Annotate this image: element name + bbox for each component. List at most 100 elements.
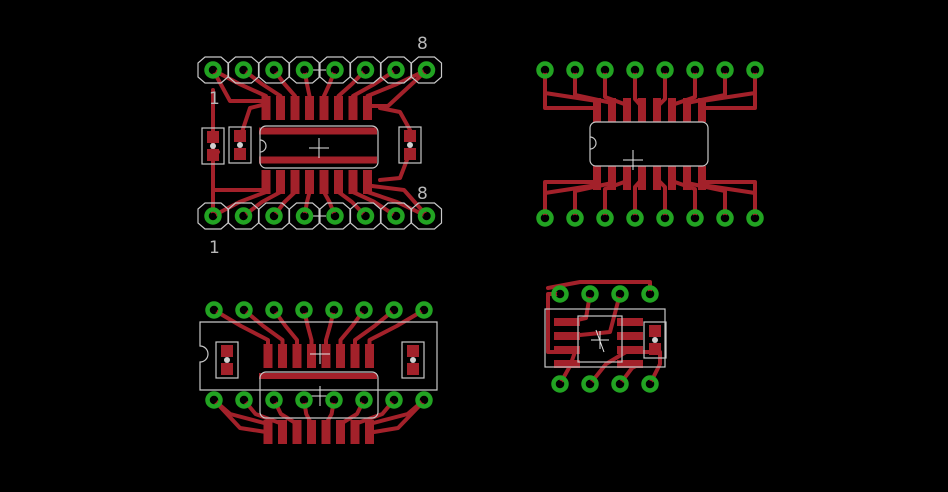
smd-pad [638,166,646,190]
smd-pad [554,360,580,368]
capacitor-outline [401,341,425,379]
via-pad [746,209,764,227]
capacitor-center-dot [407,142,413,148]
smd-pad [365,420,374,444]
via-pad [355,301,373,319]
capacitor-center-dot [652,337,658,343]
via-hole [586,380,594,388]
board-soic8-adapter [544,280,667,393]
smd-pad [407,363,419,375]
via-pad [265,61,283,79]
via-pad [265,301,283,319]
board-soic-to-dip-adapter [199,301,438,444]
via-hole [586,290,594,298]
smd-pad [363,96,372,120]
smd-pad [617,332,643,340]
smd-pad [683,98,691,122]
via-pad [205,391,223,409]
capacitor-outline [643,321,667,359]
via-pad [551,375,569,393]
via-hole [616,380,624,388]
smd-pad [617,360,643,368]
smd-pad [348,96,358,120]
via-hole [301,66,308,74]
via-pad [356,207,375,225]
via-hole [420,306,428,314]
via-hole [300,396,308,404]
via-hole [360,396,368,404]
via-hole [270,212,278,220]
ic-notch [589,136,597,150]
via-hole [210,396,218,404]
via-hole [390,396,398,404]
via-pad [581,285,599,303]
header-pin-outline [319,56,351,84]
via-hole [601,214,609,222]
copper-trace [700,68,757,110]
via-hole [330,306,338,314]
smd-pad [321,420,331,444]
smd-pad [623,98,631,122]
smd-pad [350,420,360,444]
via-pad [656,61,674,79]
smd-pad [554,346,580,354]
smd-pad [363,170,372,194]
copper-trace [378,106,412,132]
capacitor-center-dot [410,357,416,363]
smd-pad [234,148,246,160]
smd-pad [593,98,601,122]
via-hole [661,66,669,74]
smd-pad [668,166,676,190]
via-pad [716,61,734,79]
adapter-body-outline [544,308,666,368]
smd-pad [638,98,646,122]
via-pad [566,61,584,79]
smd-pad [207,131,219,143]
via-hole [571,214,579,222]
via-hole [691,214,699,222]
smd-pad [319,170,329,194]
via-pad [385,301,403,319]
via-hole [330,396,338,404]
via-hole [270,396,278,404]
copper-trace [568,292,622,338]
copper-trace [211,88,270,192]
via-hole [556,380,564,388]
via-pad [387,61,405,79]
via-pad [716,209,734,227]
header-pin-outline [227,202,260,230]
smd-pad [292,420,302,444]
board-a-top-pin-8-label: 8 [417,34,428,54]
capacitor-center-dot [224,357,230,363]
smd-pad [259,127,377,135]
via-hole [270,306,278,314]
via-pad [204,207,222,225]
via-hole [362,66,369,74]
smd-pad [653,166,661,190]
copper-trace [378,150,412,182]
smd-pad [336,420,345,444]
smd-pad [259,156,377,164]
ic-notch [259,139,267,153]
via-pad [611,375,629,393]
via-pad [417,207,436,225]
header-pin-outline [258,56,290,84]
smd-pad [263,344,273,368]
smd-pad [617,346,643,354]
smd-pad [261,96,271,120]
board-a-top-pin-1-label: 1 [209,89,220,109]
via-pad [234,61,253,79]
via-hole [420,396,428,404]
smd-pad [698,98,706,122]
smd-pad [698,166,706,190]
via-hole [390,306,398,314]
via-pad [325,301,343,319]
smd-pad [261,170,271,194]
smd-pad [221,363,233,375]
smd-pad [617,318,643,326]
via-pad [686,61,704,79]
via-hole [661,214,669,222]
via-pad [295,61,314,79]
via-pad [626,209,644,227]
header-pin-outline [380,56,412,84]
